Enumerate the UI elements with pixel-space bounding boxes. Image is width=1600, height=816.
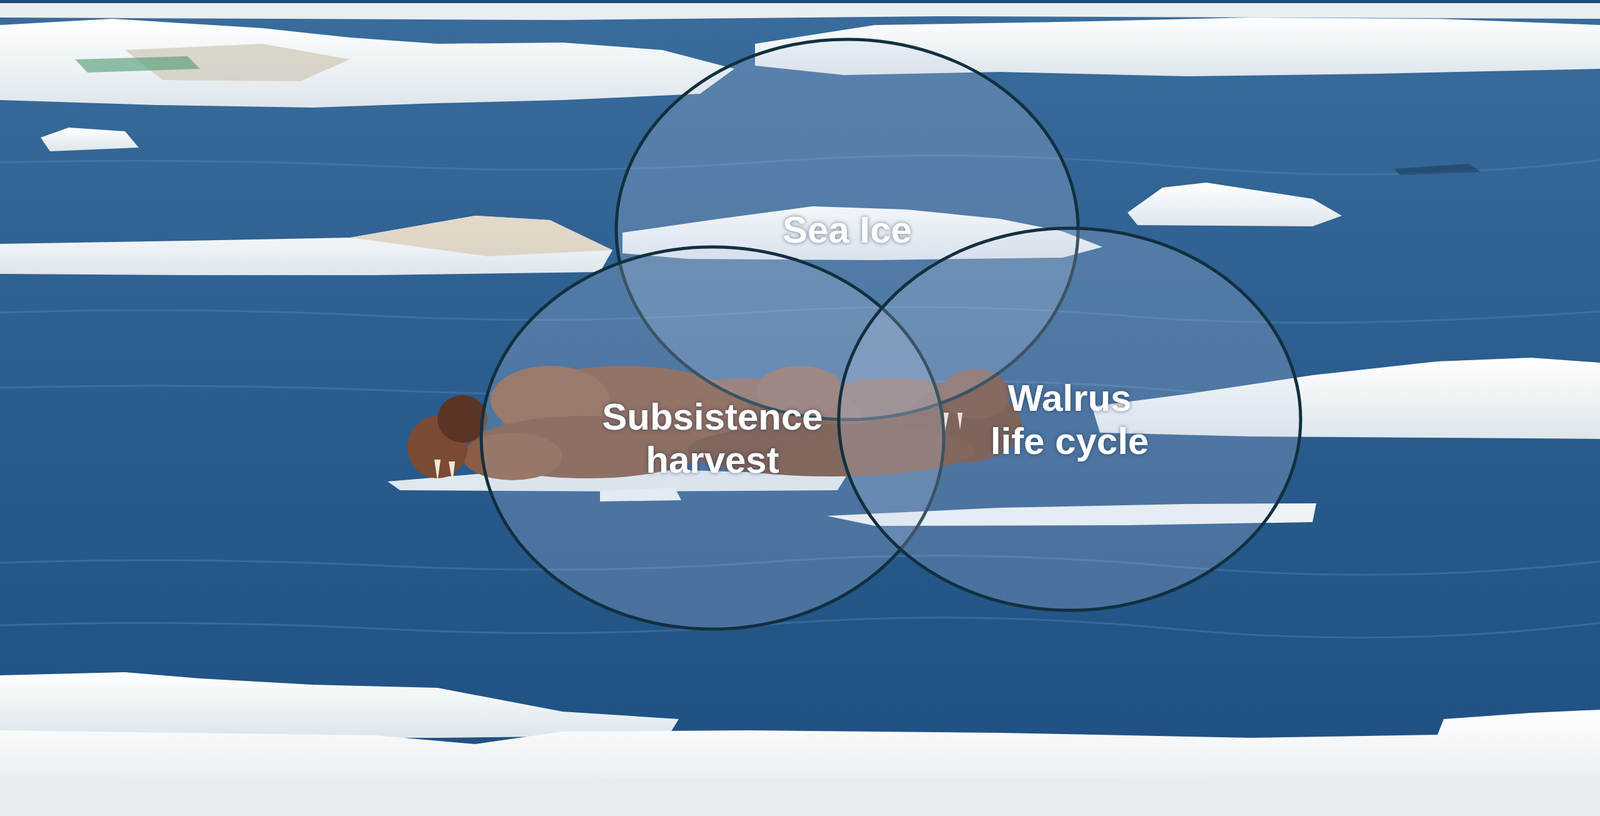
circle-shape bbox=[838, 228, 1301, 610]
circle-label: Walrus life cycle bbox=[982, 376, 1158, 463]
venn-circle: Walrus life cycle bbox=[836, 226, 1303, 612]
circle-label: Sea Ice bbox=[782, 208, 912, 252]
circle-label: Subsistence harvest bbox=[581, 395, 844, 482]
circle-outline bbox=[836, 226, 1303, 612]
